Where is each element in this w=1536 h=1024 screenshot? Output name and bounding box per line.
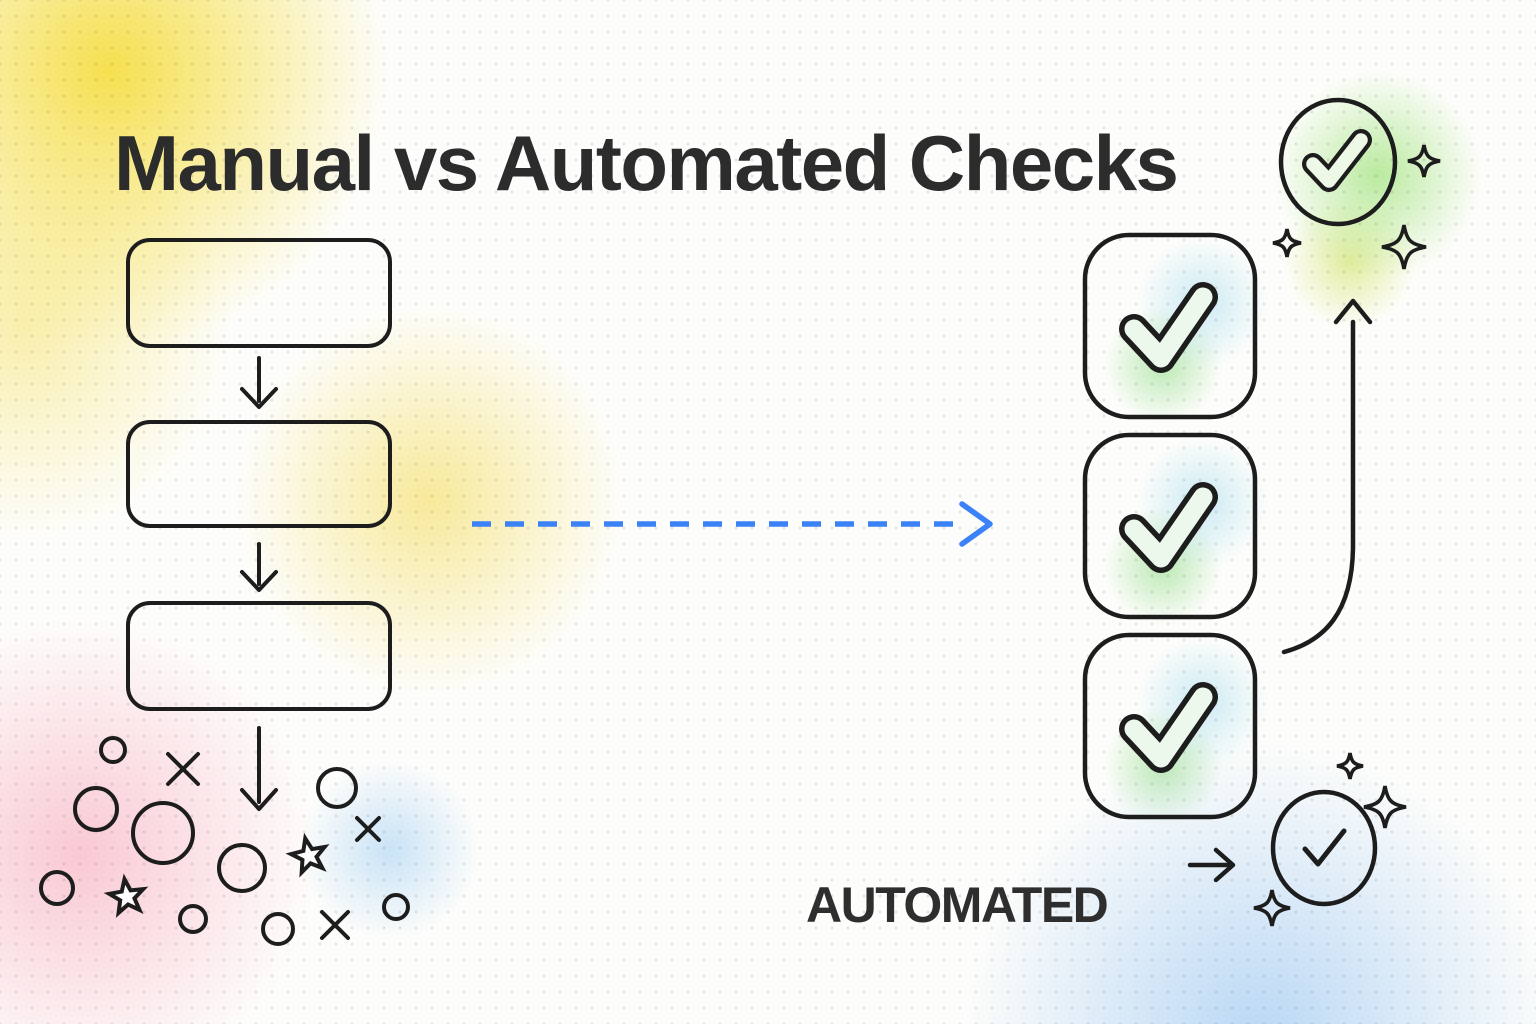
sparkle-icon [1337, 753, 1363, 779]
right-arrow-icon [1187, 847, 1236, 883]
manual-flowchart [39, 238, 410, 946]
page-title: Manual vs Automated Checks [114, 119, 1179, 207]
checkmark-icon [1119, 482, 1218, 573]
cross-icon [355, 816, 381, 842]
sparkle-icon [1382, 225, 1426, 269]
circle-icon [261, 912, 295, 946]
cross-icon [166, 752, 200, 786]
circle-check-icon [1270, 789, 1378, 907]
checkbox-checked-2 [1082, 432, 1258, 620]
scatter-shapes [39, 736, 410, 946]
circle-icon [73, 786, 119, 832]
circle-icon [99, 736, 127, 764]
automated-flow [1082, 97, 1440, 926]
sparkle-icon [1254, 890, 1290, 926]
automated-label: AUTOMATED [806, 877, 1109, 933]
sparkle-icon [1408, 145, 1440, 177]
sparkle-icon [1273, 229, 1301, 257]
manual-flow-box-3 [126, 601, 392, 711]
down-arrow-icon [240, 542, 278, 592]
result-badge [1273, 97, 1440, 269]
manual-flow-box-2 [126, 420, 392, 528]
circle-icon [316, 767, 358, 809]
star-icon [108, 877, 146, 914]
star-icon [289, 835, 329, 874]
checkmark-icon [1302, 129, 1372, 192]
curved-up-arrow-icon [1281, 298, 1373, 655]
manual-flow-box-1 [126, 238, 392, 348]
down-arrow-icon [240, 356, 278, 409]
checkmark-icon [1119, 282, 1218, 373]
circle-icon [39, 870, 75, 906]
down-arrow-icon [240, 726, 278, 811]
checkmark-icon [1302, 828, 1347, 867]
circle-icon [178, 904, 208, 934]
circle-check-icon [1278, 97, 1398, 227]
circle-icon [131, 801, 195, 865]
sparkle-icon [1364, 786, 1406, 828]
checkbox-checked-1 [1082, 232, 1258, 420]
checkbox-checked-3 [1082, 632, 1258, 820]
circle-icon [382, 893, 410, 921]
final-badge-group [1187, 753, 1406, 926]
circle-icon [217, 843, 267, 893]
dashed-right-arrow-icon [472, 501, 993, 547]
checkmark-icon [1119, 682, 1218, 773]
cross-icon [320, 910, 350, 940]
